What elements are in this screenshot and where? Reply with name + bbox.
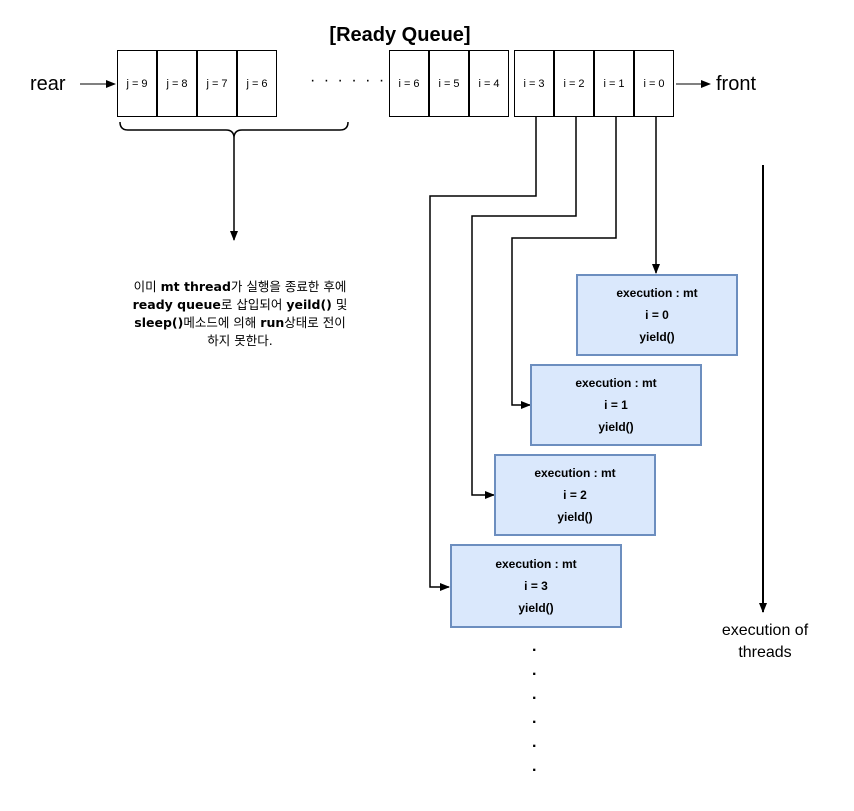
rear-label: rear xyxy=(30,73,66,95)
continuation-dot: . xyxy=(532,638,537,655)
connector-i1 xyxy=(511,117,617,409)
queue-cell-i1: i = 1 xyxy=(594,50,634,117)
continuation-dot: . xyxy=(532,734,537,751)
diagram-title: [Ready Queue] xyxy=(329,24,471,46)
queue-cell-j9: j = 9 xyxy=(117,50,157,117)
connector-i3 xyxy=(429,117,537,591)
explanation-note: 이미 mt thread가 실행을 종료한 후에 ready queue로 삽입… xyxy=(132,279,348,348)
queue-ellipsis: · · · · · · xyxy=(310,72,387,89)
front-label: front xyxy=(716,73,757,95)
execution-of-threads-label: execution of threads xyxy=(721,622,809,661)
connector-i2 xyxy=(471,117,577,499)
queue-cell-i4: i = 4 xyxy=(469,50,509,117)
queue-cell-j8: j = 8 xyxy=(157,50,197,117)
continuation-dot: . xyxy=(532,686,537,703)
queue-cell-i3: i = 3 xyxy=(514,50,554,117)
queue-cell-j7: j = 7 xyxy=(197,50,237,117)
queue-cell-i6: i = 6 xyxy=(389,50,429,117)
brace xyxy=(119,121,349,139)
continuation-dot: . xyxy=(532,710,537,727)
queue-cell-j6: j = 6 xyxy=(237,50,277,117)
queue-cell-i5: i = 5 xyxy=(429,50,469,117)
continuation-dot: . xyxy=(532,662,537,679)
queue-cell-i2: i = 2 xyxy=(554,50,594,117)
queue-cell-i0: i = 0 xyxy=(634,50,674,117)
continuation-dot: . xyxy=(532,758,537,775)
